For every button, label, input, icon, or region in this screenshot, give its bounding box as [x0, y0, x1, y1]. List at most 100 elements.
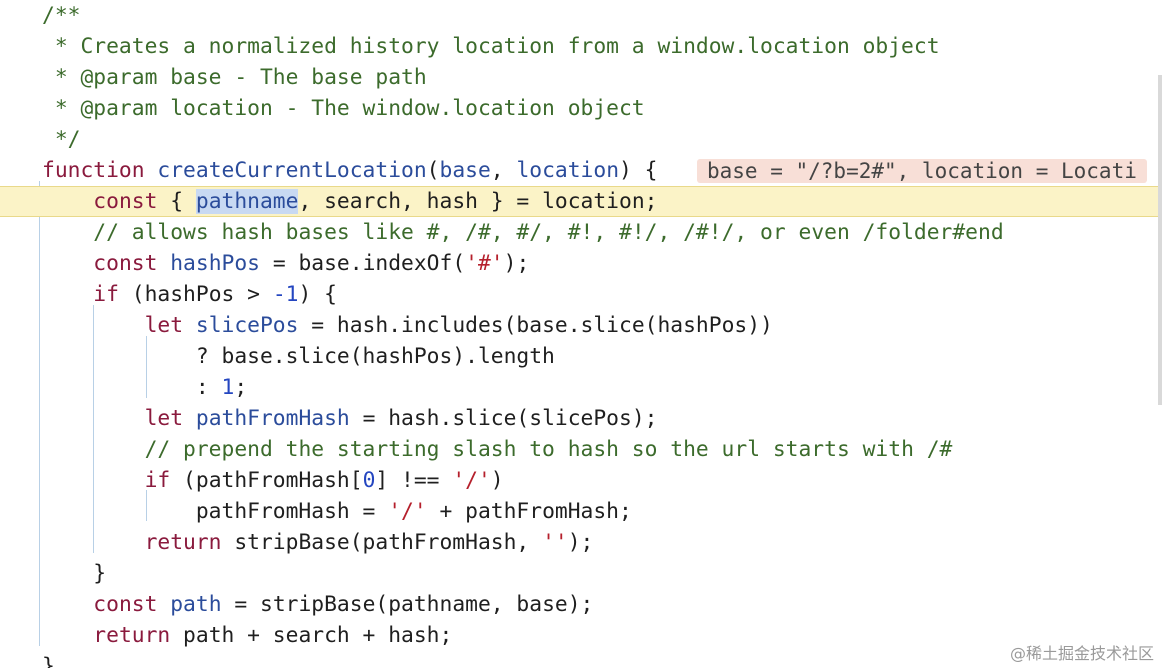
code-token: ] !==	[375, 468, 453, 493]
code-token: (hashPos >	[118, 282, 273, 307]
code-text: // prepend the starting slash to hash so…	[42, 434, 953, 465]
code-token: ) {	[619, 158, 658, 183]
code-line[interactable]: if (hashPos > -1) {	[0, 279, 1162, 310]
code-token: '#'	[465, 251, 504, 276]
code-line[interactable]: pathFromHash = '/' + pathFromHash;	[0, 496, 1162, 527]
code-token: if	[93, 282, 119, 307]
code-line[interactable]: const hashPos = base.indexOf('#');	[0, 248, 1162, 279]
code-token: (pathFromHash[	[170, 468, 363, 493]
scrollbar-thumb[interactable]	[1158, 75, 1162, 405]
code-text: if (hashPos > -1) {	[42, 279, 337, 310]
code-token: = stripBase(pathname, base);	[221, 592, 594, 617]
code-text: const path = stripBase(pathname, base);	[42, 589, 593, 620]
code-token: // allows hash bases like #, /#, #/, #!,…	[93, 220, 1004, 245]
code-token: let	[144, 406, 196, 431]
code-text: let slicePos = hash.includes(base.slice(…	[42, 310, 773, 341]
code-line[interactable]: * @param location - The window.location …	[0, 93, 1162, 124]
code-token	[42, 468, 145, 493]
indent-guide	[93, 305, 94, 553]
code-line[interactable]: * Creates a normalized history location …	[0, 31, 1162, 62]
indent-guide	[146, 336, 147, 398]
watermark: @稀土掘金技术社区	[1009, 644, 1154, 663]
code-token: = hash.includes(base.slice(hashPos))	[298, 313, 773, 338]
code-line[interactable]: * @param base - The base path	[0, 62, 1162, 93]
code-token: {	[157, 189, 196, 214]
code-text: * @param base - The base path	[42, 62, 427, 93]
code-token: stripBase(pathFromHash,	[221, 530, 543, 555]
code-token: let	[144, 313, 196, 338]
code-token: -1	[272, 282, 299, 307]
code-token: path + search + hash;	[170, 623, 453, 648]
code-line[interactable]: }	[0, 558, 1162, 589]
code-line[interactable]: ? base.slice(hashPos).length	[0, 341, 1162, 372]
code-token: pathFromHash =	[42, 499, 389, 524]
code-line[interactable]: : 1;	[0, 372, 1162, 403]
code-token: (	[426, 158, 440, 183]
indent-guide	[146, 490, 147, 521]
code-text: }	[42, 651, 55, 668]
code-token: '/'	[388, 499, 427, 524]
code-token: )	[490, 468, 504, 493]
code-token	[42, 313, 145, 338]
code-token: * @param base - The base path	[42, 65, 427, 90]
code-line-current[interactable]: const { pathname, search, hash } = locat…	[0, 186, 1162, 217]
code-line[interactable]: /**	[0, 0, 1162, 31]
code-line[interactable]: let pathFromHash = hash.slice(slicePos);	[0, 403, 1162, 434]
code-token: slicePos	[195, 313, 299, 338]
code-text: pathFromHash = '/' + pathFromHash;	[42, 496, 632, 527]
code-token: const	[93, 592, 171, 617]
code-token: 1	[221, 375, 235, 400]
code-line[interactable]: }	[0, 651, 1162, 668]
code-token: ;	[234, 375, 248, 400]
code-token: location	[516, 158, 620, 183]
code-text: return path + search + hash;	[42, 620, 452, 651]
debug-inline-values: base = "/?b=2#", location = Locati	[697, 159, 1147, 183]
code-token: /**	[42, 3, 81, 28]
code-token	[42, 251, 93, 276]
code-token: , search, hash } = location;	[298, 189, 658, 214]
code-token: base	[439, 158, 491, 183]
vertical-scrollbar[interactable]	[1158, 0, 1162, 668]
code-token: createCurrentLocation	[157, 158, 427, 183]
code-text: let pathFromHash = hash.slice(slicePos);	[42, 403, 658, 434]
code-text: ? base.slice(hashPos).length	[42, 341, 555, 372]
code-line[interactable]: return path + search + hash;	[0, 620, 1162, 651]
code-token: */	[42, 127, 81, 152]
code-line[interactable]: // prepend the starting slash to hash so…	[0, 434, 1162, 465]
code-line[interactable]: return stripBase(pathFromHash, '');	[0, 527, 1162, 558]
code-token: const	[93, 251, 171, 276]
code-line[interactable]: const path = stripBase(pathname, base);	[0, 589, 1162, 620]
code-text: : 1;	[42, 372, 247, 403]
code-line[interactable]: */	[0, 124, 1162, 155]
code-line[interactable]: let slicePos = hash.includes(base.slice(…	[0, 310, 1162, 341]
code-token	[42, 406, 145, 431]
code-token: return	[144, 530, 222, 555]
code-token	[42, 592, 93, 617]
code-text: const hashPos = base.indexOf('#');	[42, 248, 529, 279]
code-token: }	[42, 561, 107, 586]
code-token: hashPos	[170, 251, 260, 276]
code-token	[42, 220, 93, 245]
code-token: if	[144, 468, 171, 493]
code-token: ,	[490, 158, 517, 183]
code-token: 0	[362, 468, 376, 493]
code-text: /**	[42, 0, 80, 31]
code-token: = hash.slice(slicePos);	[349, 406, 658, 431]
code-token: ''	[542, 530, 568, 555]
code-token	[42, 623, 93, 648]
indent-guide	[39, 181, 40, 646]
code-token: );	[567, 530, 594, 555]
code-line[interactable]: // allows hash bases like #, /#, #/, #!,…	[0, 217, 1162, 248]
code-token	[42, 282, 93, 307]
code-text: return stripBase(pathFromHash, '');	[42, 527, 594, 558]
code-line[interactable]: function createCurrentLocation(base, loc…	[0, 155, 1162, 186]
code-text: const { pathname, search, hash } = locat…	[42, 187, 657, 216]
code-text: */	[42, 124, 81, 155]
code-text: function createCurrentLocation(base, loc…	[42, 155, 658, 186]
code-line[interactable]: if (pathFromHash[0] !== '/')	[0, 465, 1162, 496]
code-token: ) {	[298, 282, 337, 307]
code-token: const	[93, 189, 158, 214]
code-token: '/'	[452, 468, 491, 493]
code-token	[42, 437, 145, 462]
